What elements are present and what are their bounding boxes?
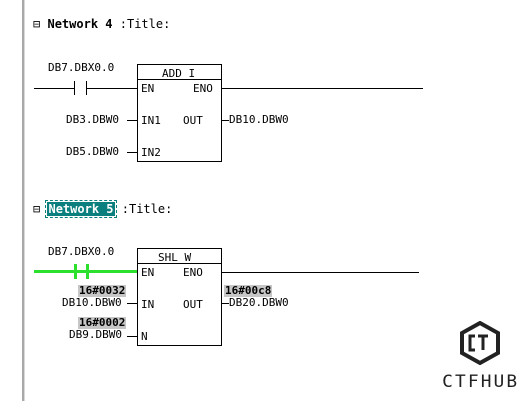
network-5-title[interactable]: Title: [128,202,173,216]
pin-en: EN [141,82,155,95]
network-5-label[interactable]: Network 5 [45,200,117,218]
out-operand[interactable]: DB20.DBW0 [229,296,289,309]
rung-wire [34,88,74,89]
rung-wire-out [221,88,423,89]
contact-operand[interactable]: DB7.DBX0.0 [48,245,115,258]
pin-out: OUT [183,114,203,127]
contact-closed-fill [77,270,86,273]
pin-wire [127,336,137,337]
pin-eno: ENO [193,82,213,95]
n-operand[interactable]: DB9.DBW0 [69,328,122,341]
pin-n: N [141,330,148,343]
in2-operand[interactable]: DB5.DBW0 [66,145,119,158]
shl-w-block[interactable]: SHL_W EN ENO IN OUT N [137,248,222,346]
network-5-header[interactable]: ⊟ Network 5 :Title: [33,200,173,218]
pin-out: OUT [183,298,203,311]
header-separator: : [119,17,127,31]
pin-wire [127,152,137,153]
ctfhub-logo-icon [458,320,502,366]
contact-left-bar [74,81,75,95]
collapse-icon[interactable]: ⊟ [33,17,41,31]
rung-wire-out [221,272,419,273]
out-status-value: 16#00c8 [224,284,273,297]
pin-in: IN [141,298,155,311]
contact-right-bar [86,81,87,95]
contact-left-bar [74,264,77,279]
rung-wire-powered [34,270,74,273]
rung-wire [87,88,137,89]
gutter-divider [24,0,25,401]
in-status-value: 16#0032 [78,284,127,297]
pin-en: EN [141,266,155,279]
pin-eno: ENO [183,266,203,279]
pin-wire [221,303,229,304]
network-4-header[interactable]: ⊟ Network 4 :Title: [33,17,170,31]
out-operand[interactable]: DB10.DBW0 [229,113,289,126]
rung-wire-powered [89,270,137,273]
block-title-divider [138,79,221,80]
pin-in1: IN1 [141,114,161,127]
in1-operand[interactable]: DB3.DBW0 [66,113,119,126]
contact-right-bar [86,264,89,279]
pin-wire [127,303,137,304]
contact-operand[interactable]: DB7.DBX0.0 [48,61,115,74]
pin-wire [221,120,229,121]
pin-wire [127,120,137,121]
editor-gutter [0,0,24,401]
block-name: ADD_I [162,67,196,80]
block-title-divider [138,263,221,264]
network-4-title[interactable]: Title: [126,17,171,31]
pin-in2: IN2 [141,146,161,159]
n-status-value: 16#0002 [78,316,127,329]
block-name: SHL_W [158,251,192,264]
collapse-icon[interactable]: ⊟ [33,202,41,216]
in-operand[interactable]: DB10.DBW0 [62,296,122,309]
add-i-block[interactable]: ADD_I EN ENO IN1 OUT IN2 [137,64,222,162]
network-4-label[interactable]: Network 4 [47,17,113,31]
watermark-text: CTFHUB [442,372,520,392]
header-separator: : [121,202,129,216]
